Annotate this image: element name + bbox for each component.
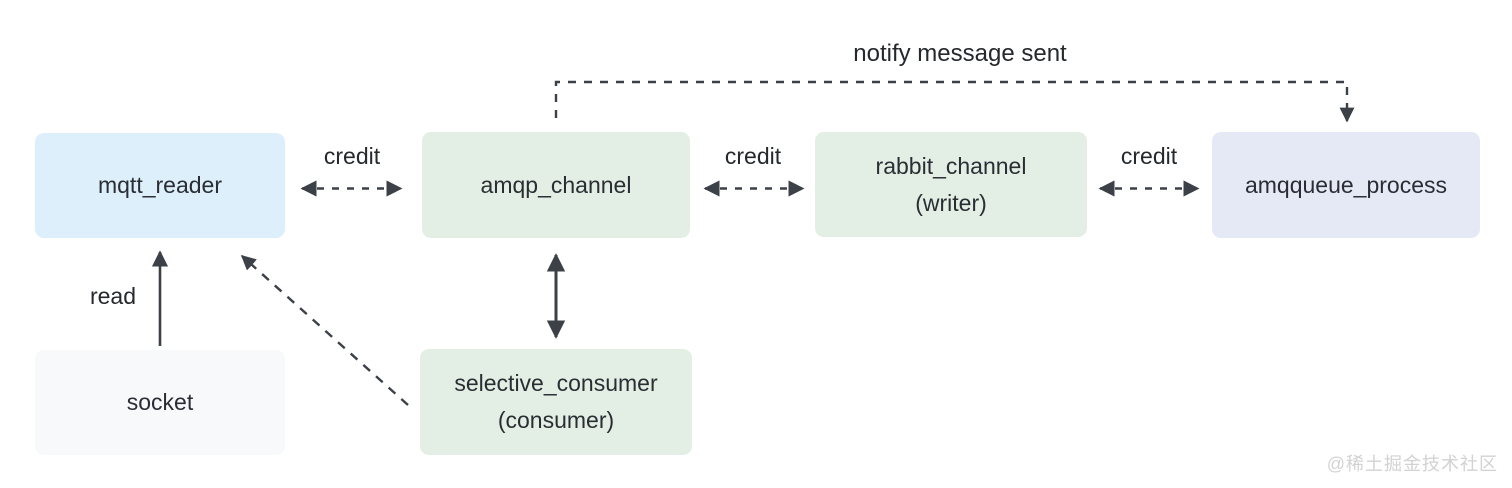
watermark-juejin: @稀土掘金技术社区: [1326, 454, 1498, 474]
node-amqp-channel: amqp_channel: [422, 132, 690, 238]
node-mqtt-reader: mqtt_reader: [35, 133, 285, 238]
node-socket: socket: [35, 350, 285, 455]
node-selective-consumer-label: selective_consumer: [454, 370, 658, 397]
edge-label-read: read: [89, 283, 137, 309]
node-rabbit-channel-label: rabbit_channel: [875, 152, 1027, 179]
selective-mqtt-arrow: [240, 255, 409, 406]
node-mqtt-reader-label: mqtt_reader: [97, 172, 222, 199]
edge-label-credit-2: credit: [724, 143, 782, 169]
node-amqqueue-process-label: amqqueue_process: [1244, 171, 1448, 198]
notify-message-sent-arrow: [554, 80, 1355, 123]
edge-label-credit-3: credit: [1120, 143, 1178, 169]
node-rabbit-channel-sublabel: (writer): [915, 189, 987, 216]
node-amqp-channel-label: amqp_channel: [480, 171, 632, 198]
node-socket-label: socket: [126, 389, 194, 416]
edge-label-notify-message-sent: notify message sent: [853, 40, 1067, 67]
node-selective-consumer-sublabel: (consumer): [497, 407, 615, 433]
node-selective-consumer: selective_consumer (consumer): [420, 349, 692, 455]
edge-label-credit-1: credit: [323, 143, 381, 169]
node-amqqueue-process: amqqueue_process: [1212, 132, 1480, 238]
node-rabbit-channel: rabbit_channel (writer): [815, 132, 1087, 237]
